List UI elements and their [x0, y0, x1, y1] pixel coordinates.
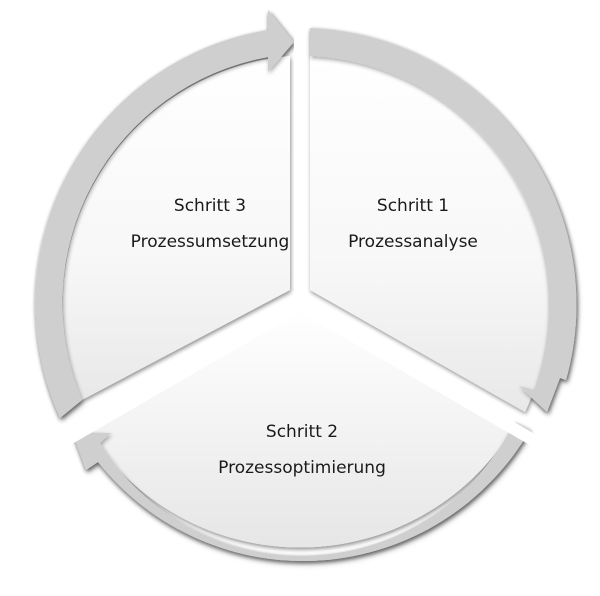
sector-2-shape — [88, 308, 512, 548]
sector-step-3 — [35, 10, 295, 418]
sector-1-shape — [310, 56, 550, 412]
step-1-subtitle: Prozessanalyse — [348, 232, 478, 252]
sector-step-1 — [310, 28, 577, 412]
sector-3-shape — [62, 56, 290, 400]
step-1-label: Schritt 1 Prozessanalyse — [348, 188, 478, 260]
sector-step-2 — [72, 308, 530, 561]
arrow-step-3 — [35, 10, 295, 418]
step-2-label: Schritt 2 Prozessoptimierung — [218, 414, 386, 486]
arrow-step-1 — [310, 28, 577, 412]
arrow-step-2 — [72, 422, 530, 561]
sector-dividers — [56, 20, 544, 450]
step-3-label: Schritt 3 Prozessumsetzung — [131, 188, 290, 260]
step-2-subtitle: Prozessoptimierung — [218, 458, 386, 478]
step-3-subtitle: Prozessumsetzung — [130, 232, 290, 252]
step-2-title: Schritt 2 — [265, 422, 339, 442]
step-3-title: Schritt 3 — [173, 196, 247, 216]
step-1-title: Schritt 1 — [376, 196, 450, 216]
